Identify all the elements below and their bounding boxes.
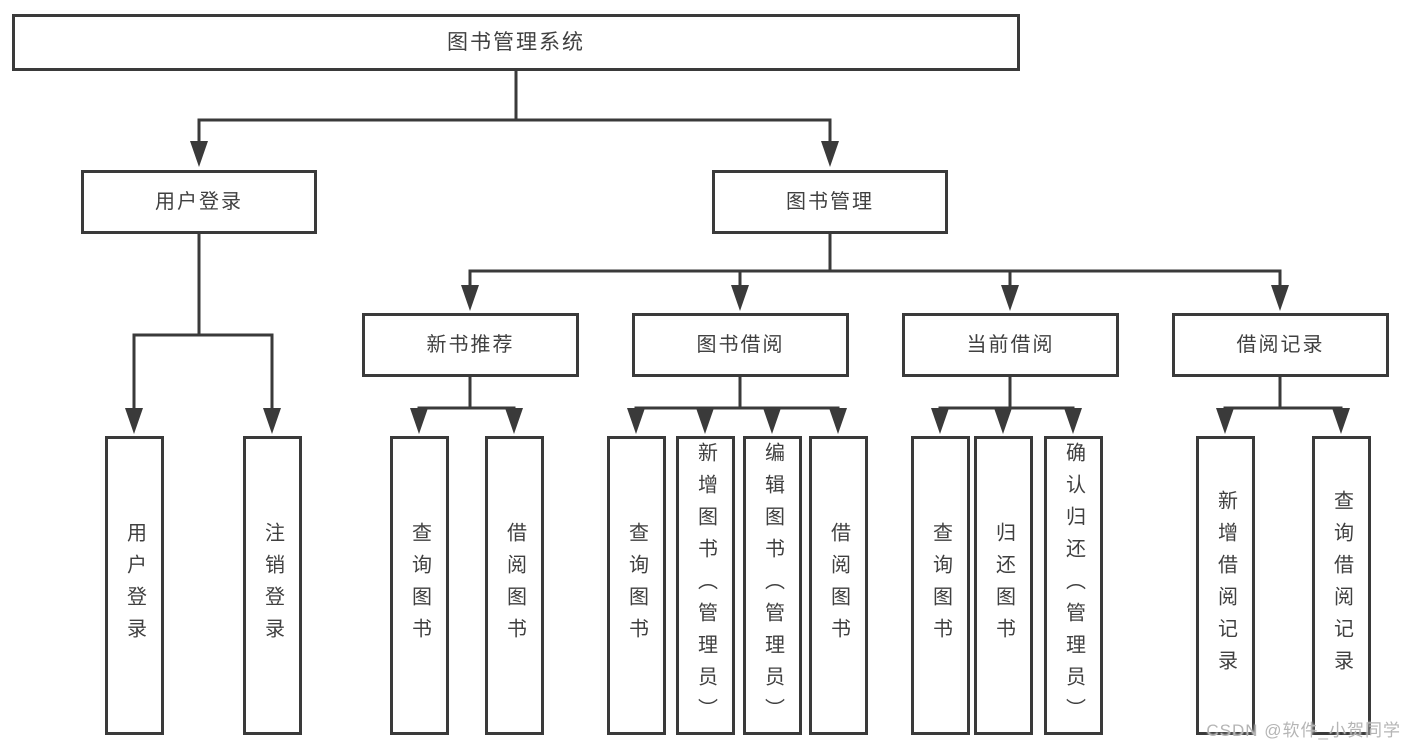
node-user-login-group: 用户登录: [81, 170, 317, 234]
node-current-borrowing: 当前借阅: [902, 313, 1119, 377]
node-label: 图书管理系统: [447, 31, 585, 54]
node-user-login: 用户登录: [105, 436, 164, 735]
node-query-borrow-record: 查询借阅记录: [1312, 436, 1371, 735]
node-borrow-books-recommendation: 借阅图书: [485, 436, 544, 735]
node-label: 新书推荐: [426, 334, 515, 356]
node-label: 图书借阅: [696, 334, 785, 356]
csdn-watermark: CSDN @软件_小贺同学: [1206, 721, 1401, 740]
node-label: 归还图书: [992, 521, 1015, 650]
node-label: 查询图书: [625, 521, 648, 650]
node-query-books-recommendation: 查询图书: [390, 436, 449, 735]
node-label: 新增图书（管理员）: [694, 441, 717, 730]
node-book-borrowing: 图书借阅: [632, 313, 849, 377]
node-label: 用户登录: [123, 521, 146, 650]
node-library-management-system: 图书管理系统: [12, 14, 1020, 71]
node-label: 查询图书: [408, 521, 431, 650]
node-confirm-return-admin: 确认归还（管理员）: [1044, 436, 1103, 735]
node-label: 借阅图书: [503, 521, 526, 650]
node-label: 注销登录: [261, 521, 284, 650]
node-new-book-recommendation: 新书推荐: [362, 313, 579, 377]
node-query-books-borrowing: 查询图书: [607, 436, 666, 735]
node-add-borrow-record: 新增借阅记录: [1196, 436, 1255, 735]
node-label: 借阅图书: [827, 521, 850, 650]
node-add-books-admin: 新增图书（管理员）: [676, 436, 735, 735]
node-query-books-current: 查询图书: [911, 436, 970, 735]
node-return-books: 归还图书: [974, 436, 1033, 735]
node-borrowing-records: 借阅记录: [1172, 313, 1389, 377]
node-label: 确认归还（管理员）: [1062, 441, 1085, 730]
node-book-management-group: 图书管理: [712, 170, 948, 234]
node-borrow-books: 借阅图书: [809, 436, 868, 735]
node-label: 借阅记录: [1236, 334, 1325, 356]
node-label: 图书管理: [786, 191, 874, 213]
node-logout: 注销登录: [243, 436, 302, 735]
node-label: 编辑图书（管理员）: [761, 441, 784, 730]
node-label: 当前借阅: [966, 334, 1055, 356]
node-label: 新增借阅记录: [1214, 489, 1237, 682]
node-label: 查询借阅记录: [1330, 489, 1353, 682]
node-label: 用户登录: [155, 191, 243, 213]
node-edit-books-admin: 编辑图书（管理员）: [743, 436, 802, 735]
node-label: 查询图书: [929, 521, 952, 650]
